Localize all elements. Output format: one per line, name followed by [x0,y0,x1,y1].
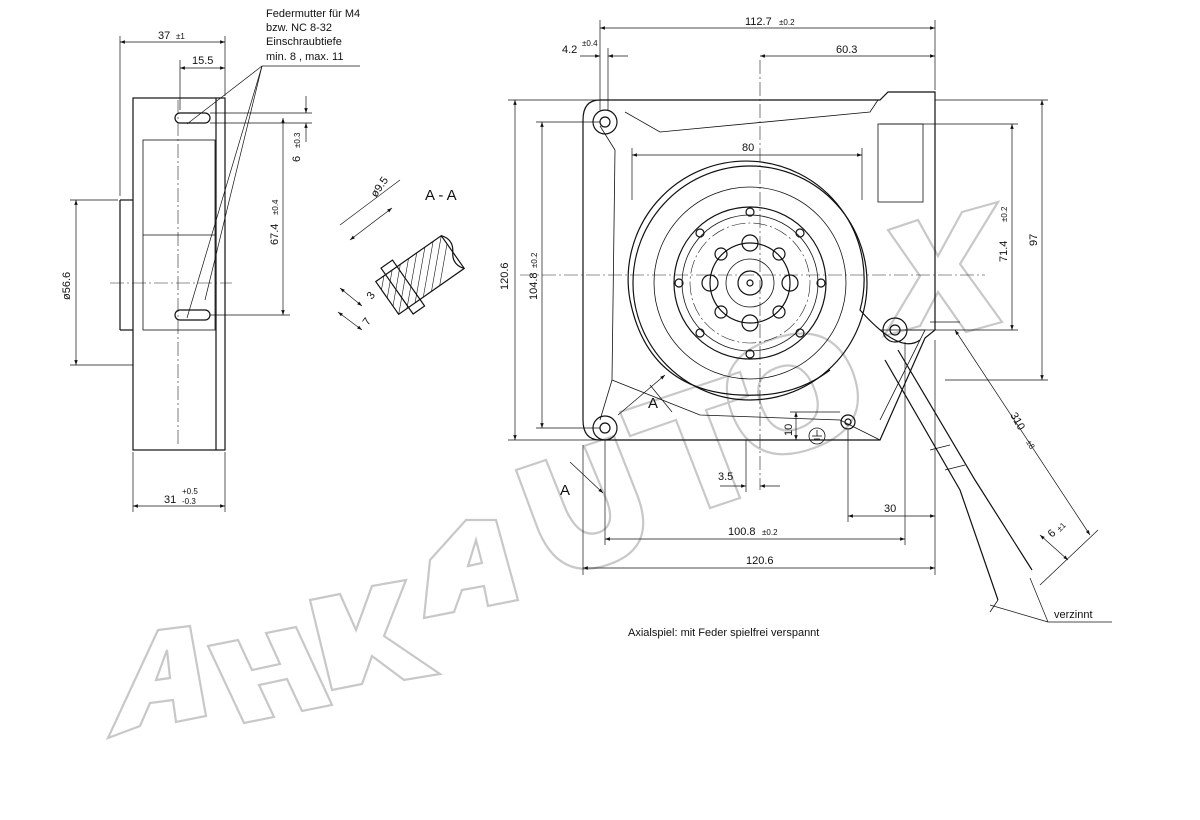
dim-37: 37 [158,30,170,42]
dim-slot-6-tol: ±0.3 [293,132,302,148]
dim-3-5: 3.5 [718,471,733,483]
dim-104-8-tol: ±0.2 [530,252,539,268]
dim-15-5: 15.5 [192,55,213,67]
dim-4-2-tol: ±0.4 [582,39,598,48]
watermark [105,200,1004,740]
dim-120-6-bottom: 120.6 [746,555,774,567]
dim-37-tol: ±1 [176,32,185,41]
dim-31-minus: -0.3 [182,497,196,506]
note-line-2: bzw. NC 8-32 [266,22,332,34]
side-view: 37 ±1 15.5 31 +0.5 -0.3 ø56.6 6 ±0.3 67.… [61,30,312,512]
dim-slot-6: 6 [291,156,303,162]
nut-note: Federmutter für M4 bzw. NC 8-32 Einschra… [186,8,360,319]
dim-71-4: 71.4 [998,241,1010,262]
dim-310-tol: ±8 [1024,439,1036,452]
dim-100-8: 100.8 [728,526,756,538]
note-line-3: Einschraubtiefe [266,36,342,48]
dim-71-4-tol: ±0.2 [1000,206,1009,222]
section-mark-bottom: A [560,482,570,499]
dim-strip-tol: ±1 [1055,520,1068,533]
section-title: A - A [425,187,457,204]
dim-60-3: 60.3 [836,44,857,56]
dim-100-8-tol: ±0.2 [762,528,778,537]
note-line-1: Federmutter für M4 [266,8,360,20]
dim-slot-pitch: 67.4 [269,224,281,245]
section-mark-top: A [648,395,658,412]
dim-80: 80 [742,142,754,154]
section-dia: ø9.5 [369,175,391,200]
label-verzinnt: verzinnt [1054,609,1093,621]
dim-4-2: 4.2 [562,44,577,56]
dim-31-plus: +0.5 [182,487,198,496]
section-a-a: A - A ø9.5 3 7 [337,175,466,331]
dim-112-7: 112.7 [745,16,772,28]
dim-dia-56: ø56.6 [61,272,73,300]
section-d7: 7 [361,316,374,328]
dim-112-7-tol: ±0.2 [779,18,795,27]
note-line-4: min. 8 , max. 11 [266,51,343,63]
front-view: A A 112.7 ±0.2 4.2 ±0.4 60.3 80 120.6 10… [499,16,1112,623]
dim-97: 97 [1028,234,1040,246]
dim-104-8: 104.8 [528,272,540,300]
dim-120-6-left: 120.6 [499,262,511,290]
dim-slot-pitch-tol: ±0.4 [271,199,280,215]
footnote: Axialspiel: mit Feder spielfrei verspann… [628,627,819,639]
section-d3: 3 [365,290,378,302]
dim-30: 30 [884,503,896,515]
dim-310: 310 [1007,411,1027,433]
dim-31: 31 [164,494,176,506]
dim-10: 10 [783,424,795,436]
